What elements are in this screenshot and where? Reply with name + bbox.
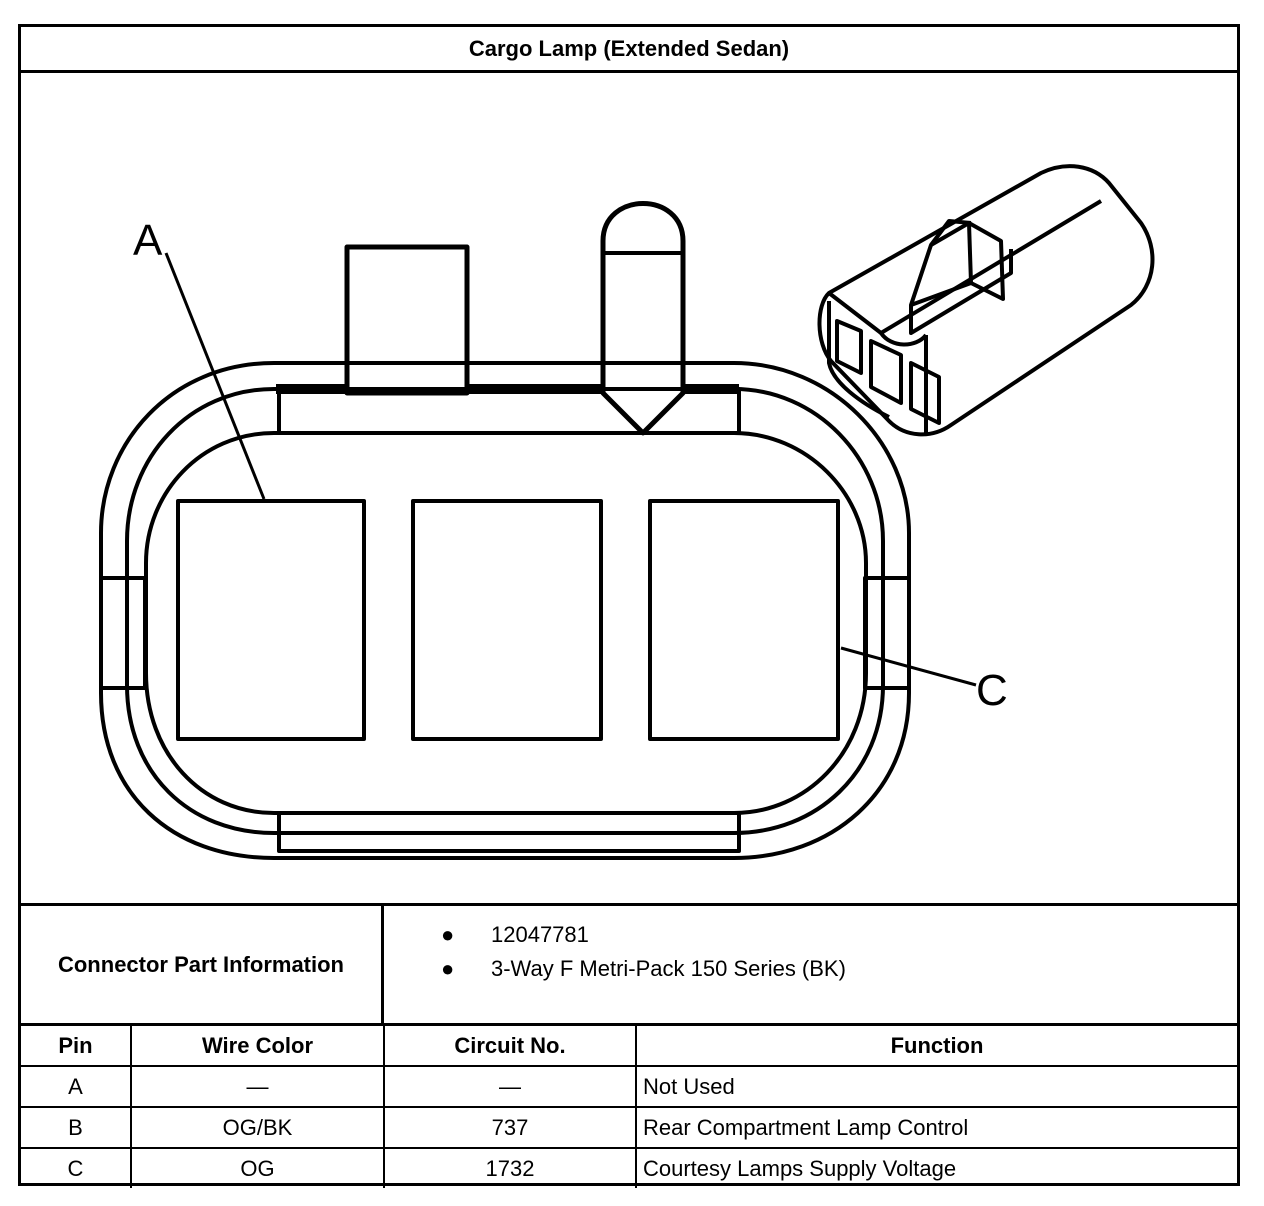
cell-pin: B bbox=[21, 1106, 132, 1149]
leader-line-c bbox=[840, 646, 977, 687]
pin-table: Pin Wire Color Circuit No. Function A — … bbox=[21, 1023, 1237, 1188]
connector-info-list: ●12047781 ●3-Way F Metri-Pack 150 Series… bbox=[441, 918, 846, 986]
connector-part-info: Connector Part Information ●12047781 ●3-… bbox=[21, 903, 1237, 1023]
table-header-row: Pin Wire Color Circuit No. Function bbox=[21, 1023, 1237, 1067]
header-wire-color: Wire Color bbox=[130, 1023, 385, 1067]
leader-line-a bbox=[164, 252, 266, 500]
header-pin: Pin bbox=[21, 1023, 132, 1067]
connector-outer-shell bbox=[99, 361, 911, 860]
header-circuit-no: Circuit No. bbox=[383, 1023, 637, 1067]
header-function: Function bbox=[635, 1023, 1237, 1067]
connector-inner-shell bbox=[125, 387, 885, 835]
cell-function: Not Used bbox=[635, 1065, 1237, 1108]
cell-wire-color: OG bbox=[130, 1147, 385, 1188]
diagram-title: Cargo Lamp (Extended Sedan) bbox=[21, 27, 1237, 73]
connector-isometric-view bbox=[817, 164, 1155, 437]
connector-info-label: Connector Part Information bbox=[21, 906, 384, 1023]
connector-left-tab bbox=[99, 576, 147, 690]
cell-wire-color: OG/BK bbox=[130, 1106, 385, 1149]
connector-square-key bbox=[344, 244, 470, 396]
connector-diagram-frame: Cargo Lamp (Extended Sedan) bbox=[18, 24, 1240, 1188]
table-row: A — — Not Used bbox=[21, 1065, 1237, 1108]
pin-label-a: A bbox=[133, 216, 163, 265]
cell-pin: C bbox=[21, 1147, 132, 1188]
connector-drawing: A C bbox=[21, 73, 1237, 903]
list-item: ●3-Way F Metri-Pack 150 Series (BK) bbox=[441, 952, 846, 986]
list-item: ●12047781 bbox=[441, 918, 846, 952]
cell-wire-color: — bbox=[130, 1065, 385, 1108]
connector-top-ledge bbox=[277, 387, 741, 435]
cell-circuit-no: 1732 bbox=[383, 1147, 637, 1188]
connector-round-latch bbox=[600, 201, 686, 436]
cell-circuit-no: — bbox=[383, 1065, 637, 1108]
connector-bottom-ledge bbox=[277, 811, 741, 853]
bullet-icon: ● bbox=[441, 922, 455, 947]
terminal-cavity-c bbox=[648, 499, 840, 741]
table-row: C OG 1732 Courtesy Lamps Supply Voltage bbox=[21, 1147, 1237, 1188]
cell-pin: A bbox=[21, 1065, 132, 1108]
pin-label-c: C bbox=[976, 666, 1008, 715]
terminal-cavity-b bbox=[411, 499, 603, 741]
bullet-icon: ● bbox=[441, 956, 455, 981]
connector-right-tab bbox=[863, 576, 911, 690]
cell-function: Rear Compartment Lamp Control bbox=[635, 1106, 1237, 1149]
cell-function: Courtesy Lamps Supply Voltage bbox=[635, 1147, 1237, 1188]
cell-circuit-no: 737 bbox=[383, 1106, 637, 1149]
terminal-cavity-a bbox=[176, 499, 366, 741]
connector-face-svg: A C bbox=[99, 164, 1155, 860]
connector-cavity-outline bbox=[144, 431, 868, 815]
table-row: B OG/BK 737 Rear Compartment Lamp Contro… bbox=[21, 1106, 1237, 1149]
